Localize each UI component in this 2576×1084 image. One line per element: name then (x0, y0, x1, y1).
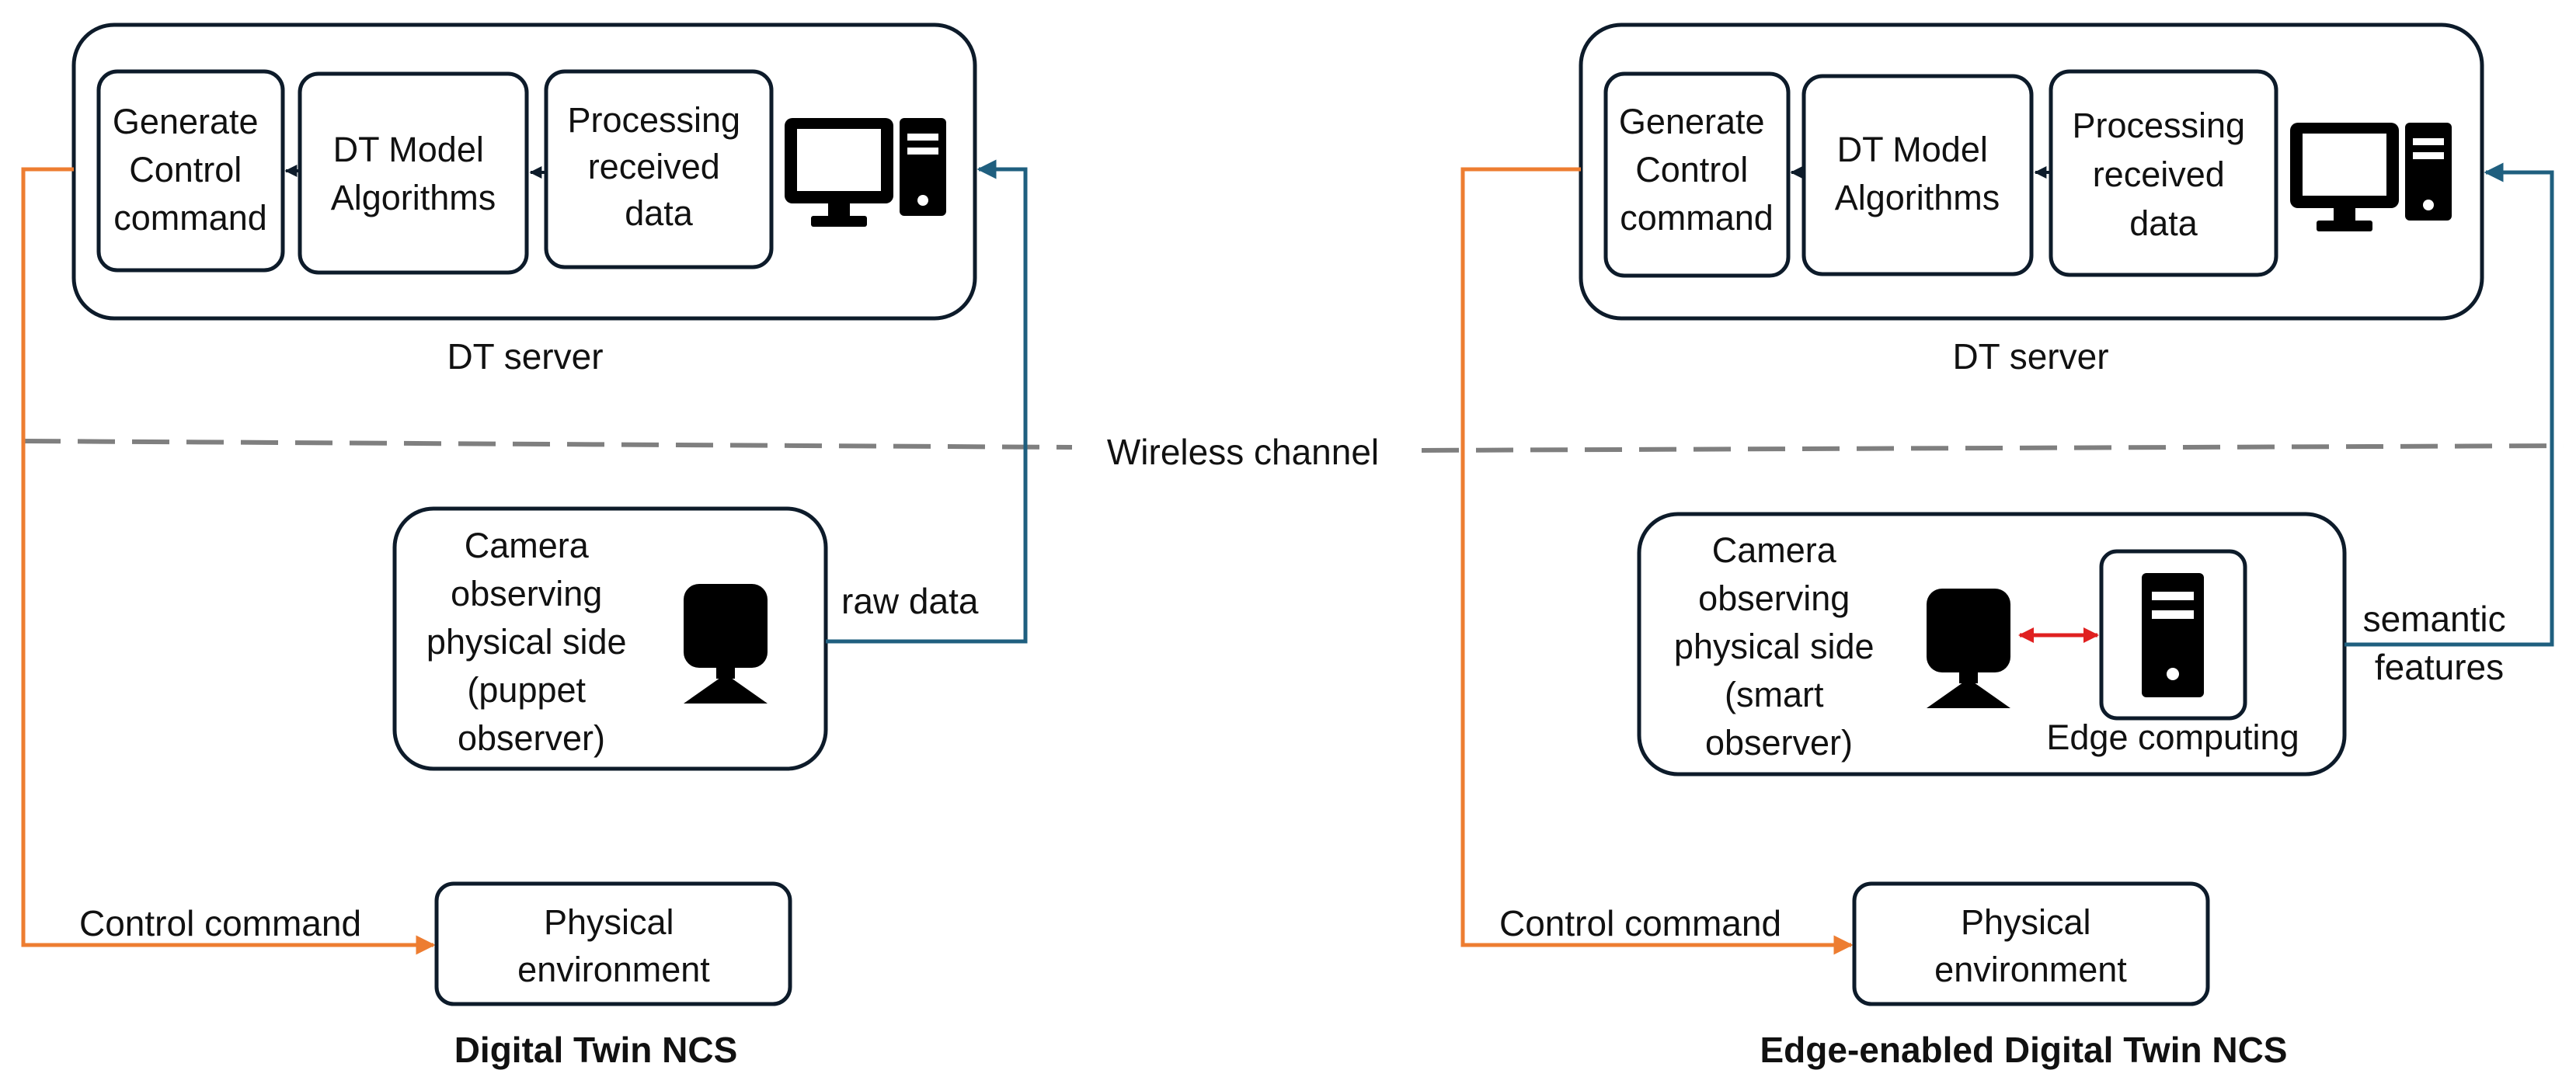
left-raw-data-label: raw data (841, 581, 979, 621)
right-generate-control-label: Generate Control command (1619, 102, 1774, 238)
left-panel-digital-twin-ncs: Generate Control command DT Model Algori… (21, 23, 1028, 1070)
right-dt-server-label: DT server (1952, 336, 2108, 377)
left-observer-label: Camera observing physical side (puppet o… (426, 526, 636, 758)
right-uplink-line (2345, 162, 2554, 647)
left-generate-control-box (96, 69, 285, 273)
left-control-command-path: Control command (21, 167, 436, 955)
left-dt-server-label: DT server (447, 336, 603, 377)
left-camera-icon (684, 584, 768, 704)
left-dt-model-label: DT Model Algorithms (331, 130, 496, 217)
server-tower-icon (2142, 573, 2204, 697)
right-dt-model-label: DT Model Algorithms (1835, 130, 2000, 217)
right-control-line (1460, 167, 1854, 955)
left-dt-server: Generate Control command DT Model Algori… (71, 23, 977, 377)
right-camera-icon (1927, 589, 2010, 708)
right-control-command-label: Control command (1499, 903, 1781, 943)
right-processing-label: Processing received data (2072, 106, 2254, 243)
left-physical-label: Physical environment (517, 902, 710, 989)
right-dt-model-box (1801, 74, 2034, 276)
left-processing-label: Processing received data (567, 100, 750, 233)
right-desktop-computer-icon (2290, 123, 2452, 231)
left-generate-control-label: Generate Control command (113, 102, 268, 238)
right-caption: Edge-enabled Digital Twin NCS (1760, 1030, 2288, 1070)
left-camera-observer: Camera observing physical side (puppet o… (392, 506, 828, 771)
left-desktop-computer-icon (785, 118, 946, 227)
left-control-command-label: Control command (79, 903, 361, 943)
left-processing-box (544, 69, 774, 269)
right-control-command-path: Control command (1460, 167, 1854, 955)
left-uplink-line (826, 159, 1028, 644)
left-physical-box (434, 881, 792, 1006)
right-dt-server: Generate Control command DT Model Algori… (1579, 23, 2484, 377)
right-physical-box (1852, 881, 2210, 1006)
wireless-channel-label: Wireless channel (1107, 432, 1379, 472)
left-physical-environment: Physical environment (434, 881, 792, 1006)
wireless-dash-left (23, 439, 1073, 450)
left-raw-data-uplink: raw data (826, 159, 1028, 644)
right-observer-label: Camera observing physical side (smart ob… (1674, 530, 1884, 763)
right-semantic-features-label: semantic features (2363, 599, 2516, 687)
left-dt-model-box (298, 71, 529, 275)
right-physical-environment: Physical environment (1852, 881, 2210, 1006)
edge-computing-label: Edge computing (2046, 717, 2299, 757)
edge-computing-node: Edge computing (2046, 549, 2299, 757)
right-generate-control-box (1603, 71, 1791, 278)
right-panel-edge-enabled-digital-twin-ncs: Generate Control command DT Model Algori… (1460, 23, 2554, 1070)
right-semantic-features-uplink: semantic features (2345, 162, 2554, 687)
left-control-line (21, 167, 436, 955)
left-observer-box (392, 506, 828, 771)
wireless-channel-divider: Wireless channel (23, 432, 2564, 472)
wireless-dash-right (1421, 443, 2564, 453)
left-caption: Digital Twin NCS (454, 1030, 738, 1070)
right-physical-label: Physical environment (1934, 902, 2127, 989)
right-camera-observer: Camera observing physical side (smart ob… (1637, 512, 2347, 777)
